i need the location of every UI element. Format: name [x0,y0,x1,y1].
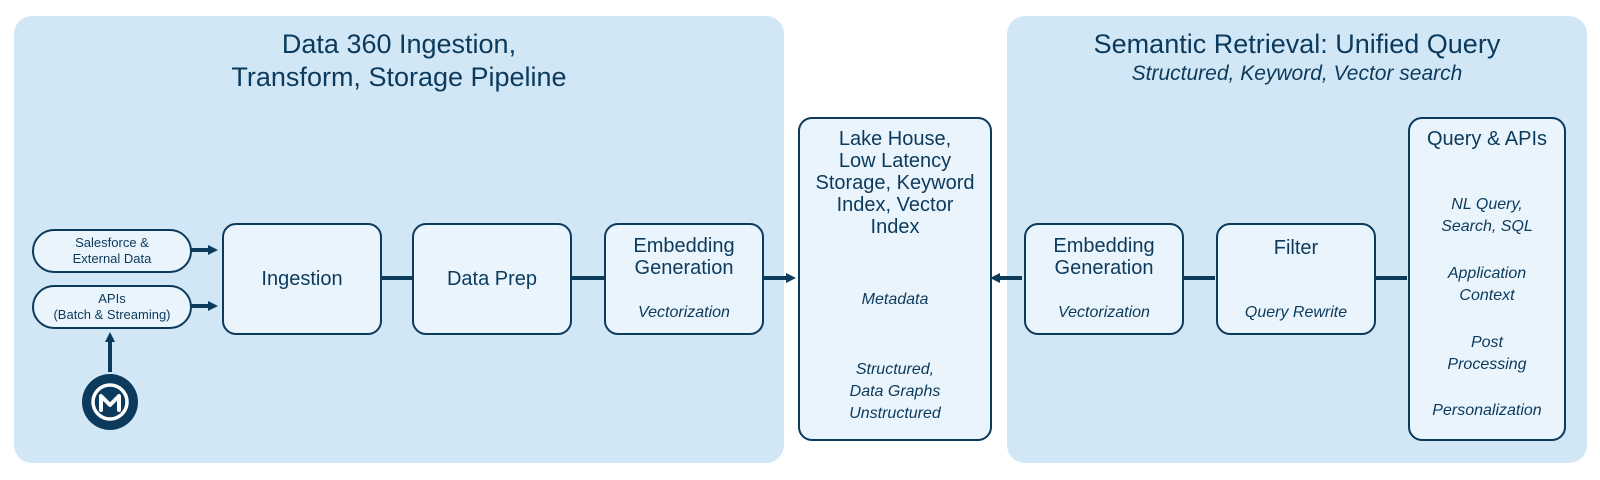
embedding-right-title-line2: Generation [1054,257,1154,279]
filter-stage-title: Filter [1273,237,1319,259]
query-item-nl-line1: NL Query, [1451,196,1523,213]
query-apis-title: Query & APIs [1426,128,1548,150]
embedding-right-title-line1: Embedding [1053,235,1155,257]
embedding-left-subtitle: Vectorization [638,304,730,321]
retrieval-panel-subtitle: Structured, Keyword, Vector search [1131,62,1463,85]
ingestion-stage: Ingestion [222,223,382,335]
ingestion-panel-title-line2: Transform, Storage Pipeline [231,62,567,92]
lakehouse-metadata: Metadata [861,291,929,308]
embedding-generation-stage-left: Embedding Generation Vectorization [604,223,764,335]
salesforce-external-data-source: Salesforce & External Data [32,229,192,273]
filter-stage: Filter Query Rewrite [1216,223,1376,335]
lakehouse-title-line2: Low Latency [838,150,952,172]
ingestion-panel-title: Data 360 Ingestion, Transform, Storage P… [14,28,784,94]
apis-source-line2: (Batch & Streaming) [53,307,171,322]
embedding-right-subtitle: Vectorization [1058,304,1150,321]
retrieval-panel-title: Semantic Retrieval: Unified Query [1093,29,1501,59]
ingestion-stage-title: Ingestion [261,268,343,290]
embedding-right-title: Embedding Generation [1026,235,1182,279]
lakehouse-data-line1: Structured, [855,361,935,378]
mulesoft-logo-icon [82,374,138,430]
embedding-left-title-line2: Generation [634,257,734,279]
query-item-application-context: Application Context [1410,263,1564,307]
filter-stage-subtitle: Query Rewrite [1244,304,1348,321]
apis-source-line1: APIs [98,291,126,306]
lakehouse-data-line3: Unstructured [849,405,941,422]
lakehouse-title-line5: Index [870,216,920,238]
query-item-post-processing: Post Processing [1410,332,1564,376]
data-prep-stage: Data Prep [412,223,572,335]
query-item-app-line2: Context [1459,287,1515,304]
query-item-post-line1: Post [1470,334,1503,351]
lakehouse-title: Lake House, Low Latency Storage, Keyword… [800,128,990,238]
data-prep-stage-title: Data Prep [446,268,538,290]
lakehouse-data-line2: Data Graphs [849,383,941,400]
lakehouse-storage: Lake House, Low Latency Storage, Keyword… [798,117,992,441]
query-item-app-line1: Application [1447,265,1527,282]
query-item-post-line2: Processing [1447,356,1527,373]
embedding-generation-stage-right: Embedding Generation Vectorization [1024,223,1184,335]
lakehouse-title-line1: Lake House, [838,128,952,150]
apis-batch-streaming-source: APIs (Batch & Streaming) [32,285,192,329]
embedding-left-title-line1: Embedding [633,235,735,257]
query-item-nl-line2: Search, SQL [1441,218,1533,235]
lakehouse-data-types: Structured, Data Graphs Unstructured [800,359,990,425]
salesforce-source-line2: External Data [72,251,152,266]
query-and-apis: Query & APIs NL Query, Search, SQL Appli… [1408,117,1566,441]
lakehouse-title-line3: Storage, Keyword [815,172,975,194]
salesforce-source-line1: Salesforce & [75,235,149,250]
lakehouse-title-line4: Index, Vector [836,194,954,216]
query-item-nl-search-sql: NL Query, Search, SQL [1410,194,1564,238]
query-item-personalization: Personalization [1432,402,1542,419]
ingestion-panel-title-line1: Data 360 Ingestion, [281,29,517,59]
embedding-left-title: Embedding Generation [606,235,762,279]
